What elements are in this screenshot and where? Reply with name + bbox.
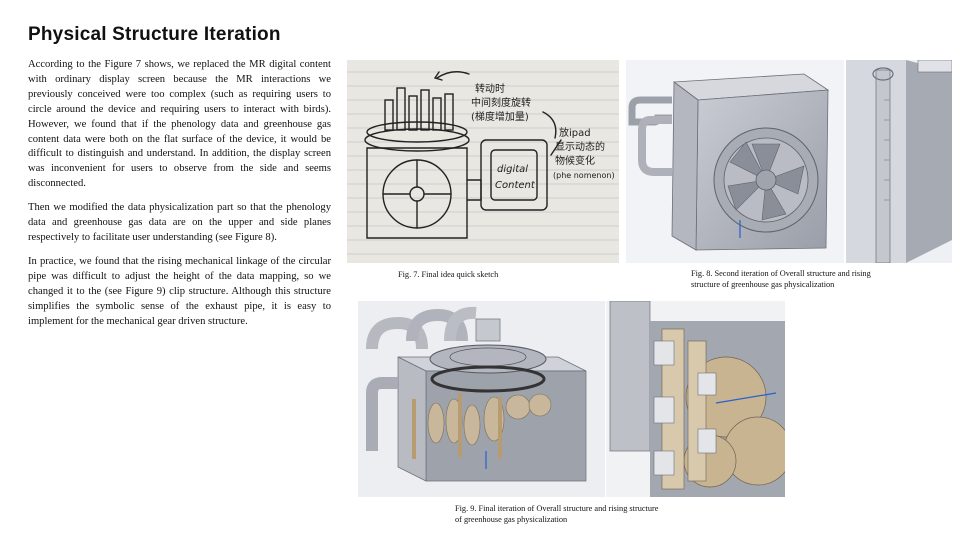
figure-8-render-main [626,60,844,263]
sketch-note-3: (梯度增加量) [471,110,529,123]
page-title: Physical Structure Iteration [28,24,281,45]
figure-8-caption-line-1: Fig. 8. Second iteration of Overall stru… [691,269,871,278]
paragraph-2: Then we modified the data physicalizatio… [28,202,331,243]
sketch-note-4: 放ipad [559,126,591,139]
sketch-note-6: 物候变化 [555,154,595,167]
figure-9-render-detail [606,301,785,497]
body-text: According to the Figure 7 shows, we repl… [28,58,331,338]
paragraph-3: In practice, we found that the rising me… [28,255,331,327]
sketch-note-1: 转动时 [475,82,505,95]
figure-9-render-main [358,301,605,497]
figure-9-caption-line-2: of greenhouse gas physicalization [455,515,568,524]
figure-9-caption-line-1: Fig. 9. Final iteration of Overall struc… [455,504,659,513]
figure-7-caption: Fig. 7. Final idea quick sketch [398,270,499,279]
sketch-display-text-1: digital [497,164,528,175]
paragraph-1: According to the Figure 7 shows, we repl… [28,59,331,190]
figure-8-caption-line-2: structure of greenhouse gas physicalizat… [691,280,835,289]
figure-8-caption: Fig. 8. Second iteration of Overall stru… [691,268,871,290]
figure-9-caption: Fig. 9. Final iteration of Overall struc… [455,503,658,525]
figure-7-sketch: 转动时 中间刻度旋转 (梯度增加量) 放ipad 显示动态的 物候变化 (phe… [347,60,619,263]
sketch-note-5: 显示动态的 [555,140,605,153]
sketch-note-2: 中间刻度旋转 [471,96,531,109]
sketch-note-7: (phe nomenon) [553,171,615,180]
sketch-display-text-2: Content [495,180,536,191]
figure-8-render-detail [846,60,952,263]
sketch-drawing: 转动时 中间刻度旋转 (梯度增加量) 放ipad 显示动态的 物候变化 (phe… [347,71,619,255]
